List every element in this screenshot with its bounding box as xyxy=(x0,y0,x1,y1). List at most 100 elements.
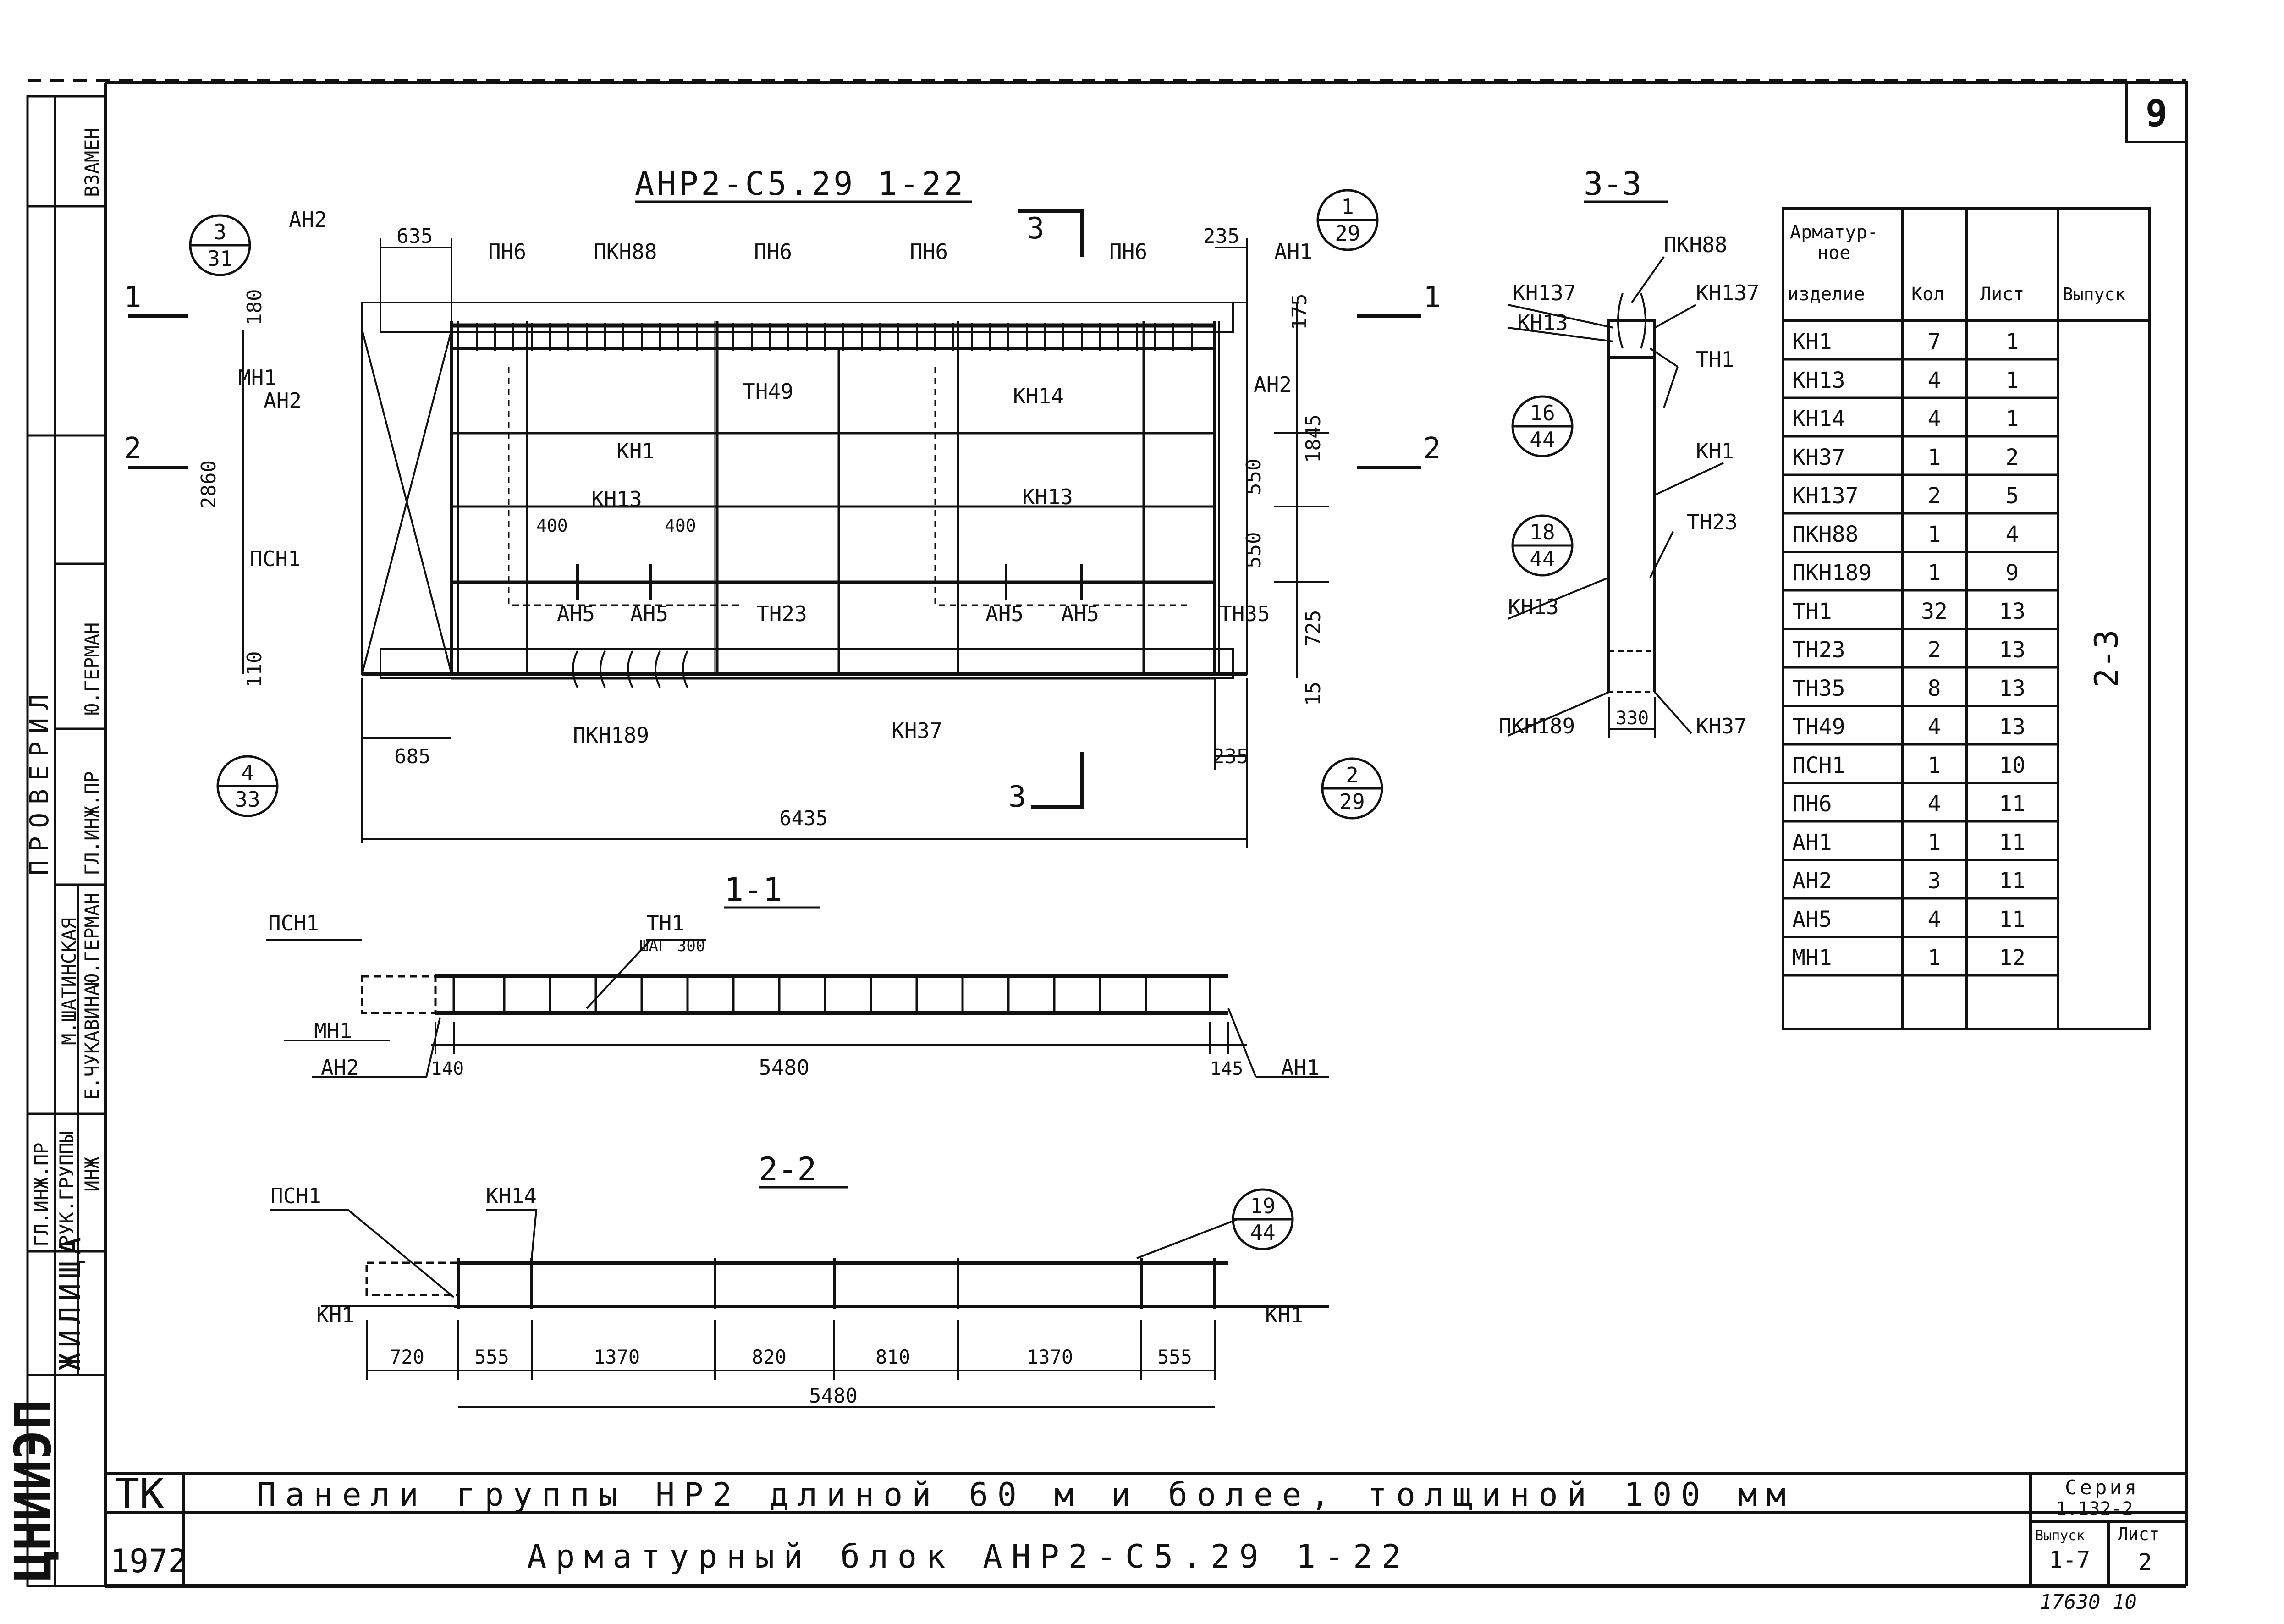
table-cell-sheet: 11 xyxy=(1999,868,2025,894)
table-cell-product: АН1 xyxy=(1792,830,1832,855)
table-cell-qty: 1 xyxy=(1928,522,1941,547)
stamp-name-3: М.ШАТИНСКАЯ xyxy=(58,918,80,1045)
svg-text:ТН1: ТН1 xyxy=(646,911,684,936)
table-cell-sheet: 1 xyxy=(2006,329,2019,355)
vypusk-value: 1-7 xyxy=(2049,1547,2090,1573)
table-cell-sheet: 13 xyxy=(1999,637,2025,663)
svg-text:КН13: КН13 xyxy=(1517,310,1568,335)
table-cell-product: КН1 xyxy=(1792,329,1832,355)
table-cell-qty: 1 xyxy=(1928,753,1941,778)
page-number: 9 xyxy=(2146,92,2168,135)
header-qty: Кол xyxy=(1911,284,1944,305)
table-cell-product: ТН35 xyxy=(1792,676,1845,701)
svg-text:15: 15 xyxy=(1302,682,1325,706)
table-cell-product: ТН49 xyxy=(1792,714,1845,740)
tk-label: ТК xyxy=(115,1470,164,1518)
title-block xyxy=(105,1472,2186,1586)
svg-text:1370: 1370 xyxy=(1027,1346,1073,1368)
svg-text:КН137: КН137 xyxy=(1696,281,1759,305)
stamp-org-logo: ЦНИИЭП xyxy=(4,1399,62,1581)
svg-text:АН2: АН2 xyxy=(321,1055,359,1080)
svg-text:КН137: КН137 xyxy=(1513,281,1576,305)
svg-text:31: 31 xyxy=(207,246,232,271)
spec-table xyxy=(1782,207,2151,1030)
year: 1972 xyxy=(110,1542,187,1580)
svg-text:АН5: АН5 xyxy=(630,601,668,626)
table-cell-sheet: 5 xyxy=(2006,483,2019,509)
svg-text:2: 2 xyxy=(124,432,142,466)
header-vypusk: Выпуск xyxy=(2063,284,2125,304)
svg-text:720: 720 xyxy=(390,1346,424,1368)
table-cell-qty: 1 xyxy=(1928,830,1941,855)
table-cell-sheet: 13 xyxy=(1999,714,2025,740)
svg-text:ПКН88: ПКН88 xyxy=(594,239,657,264)
side-stamp xyxy=(26,95,107,1587)
svg-text:44: 44 xyxy=(1530,546,1555,571)
svg-text:ПН6: ПН6 xyxy=(488,239,526,264)
svg-text:550: 550 xyxy=(1242,459,1266,495)
stamp-zamen: ВЗАМЕН xyxy=(81,127,103,197)
stamp-name-1: Ю.ГЕРМАН xyxy=(81,622,103,715)
plan-dimensions: 635 235 180 175 2860 1845 550 550 725 11… xyxy=(197,225,1325,830)
table-cell-sheet: 1 xyxy=(2006,368,2019,393)
svg-text:44: 44 xyxy=(1250,1220,1275,1245)
svg-text:КН14: КН14 xyxy=(1013,384,1064,408)
table-cell-sheet: 9 xyxy=(2006,560,2019,586)
side-stamp-text: ВЗАМЕН ПРОВЕРИЛ Ю.ГЕРМАН Ю.ГЕРМАН М.ШАТИ… xyxy=(4,127,103,1581)
svg-text:ПН6: ПН6 xyxy=(910,239,948,264)
table-cell-sheet: 10 xyxy=(1999,753,2025,778)
svg-text:550: 550 xyxy=(1242,532,1266,568)
svg-text:2: 2 xyxy=(1423,432,1441,466)
svg-text:44: 44 xyxy=(1530,427,1555,452)
svg-text:4: 4 xyxy=(241,760,254,785)
table-cell-qty: 1 xyxy=(1928,560,1941,586)
table-cell-product: КН137 xyxy=(1792,483,1859,509)
list-label: Лист xyxy=(2118,1524,2160,1544)
stamp-name-4: Е.ЧУКАВИНА xyxy=(81,984,103,1100)
svg-text:635: 635 xyxy=(396,225,433,248)
table-cell-product: ПКН189 xyxy=(1792,560,1871,586)
svg-text:ШАГ 300: ШАГ 300 xyxy=(639,937,705,955)
section-3-view xyxy=(1508,256,1724,738)
svg-text:29: 29 xyxy=(1339,789,1365,814)
section-1-labels: ПСН1 МН1 АН2 АН1 ТН1 ШАГ 300 140 145 548… xyxy=(268,911,1319,1080)
section-3-labels: ПКН88 КН137 КН137 КН13 ТН1 КН1 ТН23 КН13… xyxy=(1499,232,1759,738)
sheet-frame xyxy=(28,79,2188,1588)
section-2-view xyxy=(270,1209,1329,1408)
svg-text:725: 725 xyxy=(1302,610,1325,646)
svg-text:МН1: МН1 xyxy=(314,1018,352,1043)
svg-text:ПКН88: ПКН88 xyxy=(1664,232,1727,257)
svg-text:1: 1 xyxy=(1423,281,1441,314)
stamp-checked: ПРОВЕРИЛ xyxy=(25,686,55,875)
table-cell-qty: 4 xyxy=(1928,714,1941,740)
svg-text:ТН23: ТН23 xyxy=(1687,510,1738,534)
svg-text:2: 2 xyxy=(1346,763,1359,787)
seria-value: 1.132-2 xyxy=(2056,1498,2133,1519)
inventory-number: 17630 10 xyxy=(2040,1591,2137,1614)
svg-text:КН37: КН37 xyxy=(892,718,942,743)
stamp-role-4: ИНЖ xyxy=(81,1157,103,1192)
svg-text:18: 18 xyxy=(1530,520,1555,545)
table-cell-product: АН2 xyxy=(1792,868,1832,894)
table-cell-qty: 4 xyxy=(1928,791,1941,817)
svg-text:1: 1 xyxy=(124,281,142,314)
svg-text:МН1: МН1 xyxy=(238,365,276,390)
svg-text:19: 19 xyxy=(1250,1194,1275,1218)
svg-text:330: 330 xyxy=(1616,708,1649,729)
table-cell-product: ПКН88 xyxy=(1792,522,1859,547)
svg-text:КН13: КН13 xyxy=(1022,484,1073,509)
svg-text:555: 555 xyxy=(474,1346,509,1368)
svg-text:33: 33 xyxy=(235,787,260,812)
table-cell-qty: 4 xyxy=(1928,907,1941,932)
table-cell-product: ТН1 xyxy=(1792,599,1832,624)
svg-text:КН1: КН1 xyxy=(316,1303,354,1327)
svg-text:АН5: АН5 xyxy=(557,601,595,626)
svg-text:180: 180 xyxy=(243,289,266,325)
svg-text:ПН6: ПН6 xyxy=(754,239,792,264)
table-cell-product: ПН6 xyxy=(1792,791,1832,817)
svg-text:АН5: АН5 xyxy=(985,601,1024,626)
svg-text:КН13: КН13 xyxy=(591,487,642,512)
svg-text:ПСН1: ПСН1 xyxy=(250,546,301,571)
